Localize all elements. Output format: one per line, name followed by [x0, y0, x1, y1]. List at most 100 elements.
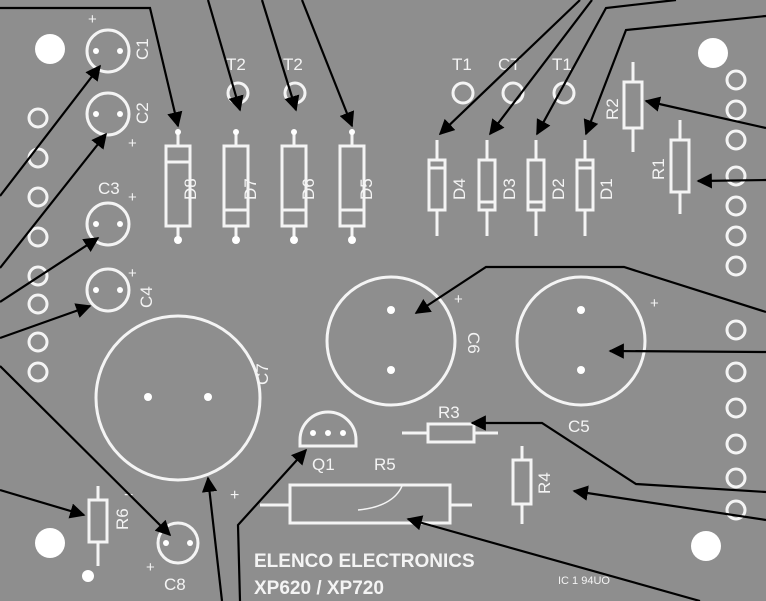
arrow-r3 — [470, 415, 766, 494]
edge-pad — [725, 129, 747, 151]
diode-d6 — [280, 129, 308, 244]
arrow-d8 — [0, 6, 183, 128]
label-r1: R1 — [649, 158, 668, 180]
diode-d7 — [222, 129, 250, 244]
plus-mark: + — [230, 487, 239, 504]
arrow-r6 — [0, 488, 86, 519]
mounting-holes — [35, 34, 728, 561]
right-edge-pads — [725, 69, 747, 521]
edge-pad — [725, 499, 747, 521]
arrow-c1 — [0, 64, 101, 197]
minus-mark: − — [124, 487, 133, 504]
label-r2: R2 — [603, 98, 622, 120]
capacitor-c4: C4 + — [85, 265, 156, 313]
mounting-hole — [35, 34, 65, 64]
edge-pad — [27, 265, 49, 287]
plus-mark: + — [88, 11, 97, 28]
label-c1: C1 — [133, 38, 152, 60]
label-c4: C4 — [137, 286, 156, 308]
label-c3: C3 — [98, 179, 120, 198]
resistors — [82, 62, 691, 582]
plus-mark: + — [146, 559, 155, 576]
label-d4: D4 — [450, 178, 469, 200]
edge-pad — [27, 226, 49, 248]
mounting-hole — [698, 38, 728, 68]
arrow-r4 — [572, 485, 766, 522]
arrow-r5 — [406, 515, 701, 601]
arrow-q1 — [236, 448, 308, 601]
label-c8: C8 — [164, 575, 186, 594]
label-c7: C7 — [253, 363, 272, 385]
arrow-d1 — [583, 14, 766, 136]
edge-pad — [725, 195, 747, 217]
edge-pad — [27, 361, 49, 383]
arrow-d3 — [489, 0, 593, 136]
edge-pad — [725, 69, 747, 91]
edge-pad — [725, 433, 747, 455]
arrow-c7 — [201, 476, 224, 601]
arrow-d2 — [536, 0, 677, 136]
edge-pad — [725, 255, 747, 277]
label-r4: R4 — [535, 472, 554, 494]
arrow-c5 — [608, 343, 766, 359]
label-d3: D3 — [500, 178, 519, 200]
label-t2b: T2 — [283, 55, 303, 74]
label-d1: D1 — [597, 178, 616, 200]
arrow-d6 — [260, 0, 300, 112]
plus-mark: + — [650, 295, 659, 312]
edge-pad — [27, 107, 49, 129]
label-r5: R5 — [374, 455, 396, 474]
label-t2a: T2 — [226, 55, 246, 74]
label-t1c: T1 — [552, 55, 572, 74]
diode-d4 — [427, 140, 447, 236]
model-text: XP620 / XP720 — [254, 578, 384, 599]
resistor-r6 — [82, 486, 109, 582]
label-d5: D5 — [357, 178, 376, 200]
capacitor-c3: C3 + — [85, 179, 137, 247]
label-d2: D2 — [549, 178, 568, 200]
resistor-r3 — [402, 422, 498, 444]
edge-pad — [725, 99, 747, 121]
capacitor-c2: C2 + — [85, 91, 152, 152]
label-d7: D7 — [241, 178, 260, 200]
arrow-d7 — [206, 0, 244, 112]
label-r3: R3 — [438, 403, 460, 422]
plus-mark: + — [128, 189, 137, 206]
arrow-c3 — [0, 237, 100, 303]
edge-pad — [725, 467, 747, 489]
label-r6: R6 — [113, 508, 132, 530]
transistor-q1: Q1 — [298, 410, 358, 474]
diodes-small — [427, 140, 595, 236]
arrow-c4 — [0, 303, 92, 340]
edge-pad — [725, 225, 747, 247]
edge-pad — [27, 331, 49, 353]
plus-mark: + — [128, 135, 137, 152]
fine-print: IC 1 94UO — [558, 575, 610, 587]
resistor-r2 — [622, 62, 644, 152]
resistor-r4 — [511, 446, 533, 524]
resistor-r5 — [260, 483, 472, 525]
label-c6: C6 — [464, 332, 483, 354]
mounting-hole — [35, 528, 65, 558]
edge-pad — [725, 165, 747, 187]
edge-pad — [725, 319, 747, 341]
label-c5: C5 — [568, 417, 590, 436]
diodes-large — [164, 129, 366, 244]
label-c2: C2 — [133, 102, 152, 124]
diode-d5 — [338, 129, 366, 244]
mounting-hole — [691, 531, 721, 561]
capacitor-c6: C6 + — [325, 275, 483, 407]
label-d8: D8 — [181, 178, 200, 200]
resistor-r1 — [669, 120, 691, 214]
edge-pad — [725, 397, 747, 419]
label-t1a: T1 — [452, 55, 472, 74]
arrow-r2 — [644, 96, 766, 130]
edge-pad — [725, 361, 747, 383]
diode-d8 — [164, 129, 192, 244]
arrow-c6 — [414, 265, 766, 314]
edge-pad — [27, 293, 49, 315]
maker-text: ELENCO ELECTRONICS — [254, 551, 475, 572]
arrow-c8 — [0, 365, 172, 537]
arrow-c2 — [0, 132, 107, 269]
